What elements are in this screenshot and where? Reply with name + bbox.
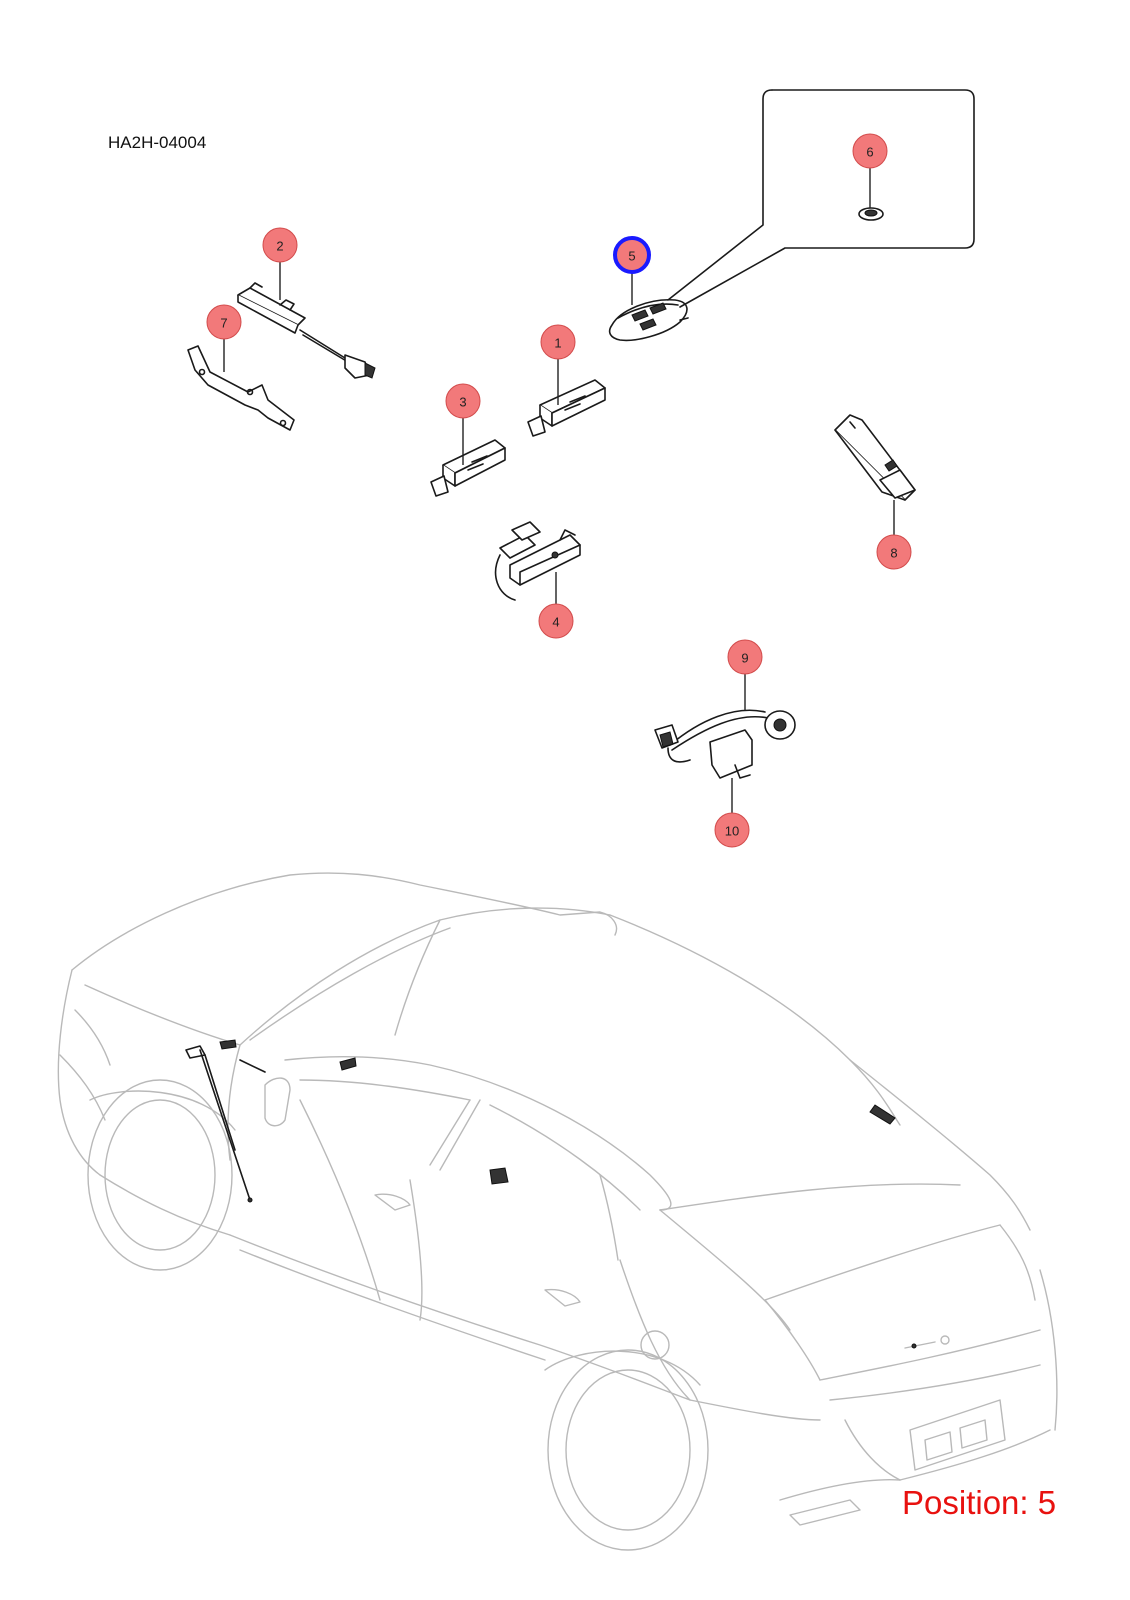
part-2-harness — [237, 282, 376, 379]
callout-8[interactable]: 8 — [876, 534, 912, 570]
callout-3[interactable]: 3 — [445, 383, 481, 419]
callout-1[interactable]: 1 — [540, 324, 576, 360]
part-7-bracket — [187, 345, 295, 431]
part-1-antenna — [527, 379, 606, 437]
vehicle-outline — [57, 872, 1058, 1551]
part-8-receiver — [834, 414, 916, 501]
callout-2[interactable]: 2 — [262, 227, 298, 263]
callout-5[interactable]: 5 — [613, 236, 651, 274]
callout-10-label: 10 — [725, 824, 739, 839]
callout-4[interactable]: 4 — [538, 603, 574, 639]
part-4-assembly — [494, 521, 581, 601]
callout-8-label: 8 — [890, 546, 897, 561]
detail-box — [667, 89, 975, 308]
callout-4-label: 4 — [552, 615, 559, 630]
diagram-code: HA2H-04004 — [108, 133, 207, 152]
part-3-antenna — [430, 439, 506, 497]
callout-10[interactable]: 10 — [714, 812, 750, 848]
vehicle-part-markers — [185, 1039, 917, 1349]
callout-7-label: 7 — [220, 316, 227, 331]
position-indicator: Position: 5 — [902, 1484, 1057, 1521]
callout-7[interactable]: 7 — [206, 304, 242, 340]
part-9-10-harness — [654, 709, 796, 779]
part-5-key-fob — [608, 299, 689, 342]
callout-9-label: 9 — [741, 651, 748, 666]
callout-6[interactable]: 6 — [852, 133, 888, 169]
callout-2-label: 2 — [276, 239, 283, 254]
leader-lines — [223, 168, 895, 813]
callout-9[interactable]: 9 — [727, 639, 763, 675]
callout-5-label: 5 — [628, 249, 635, 264]
callout-1-label: 1 — [554, 336, 561, 351]
callout-3-label: 3 — [459, 395, 466, 410]
callout-6-label: 6 — [866, 145, 873, 160]
